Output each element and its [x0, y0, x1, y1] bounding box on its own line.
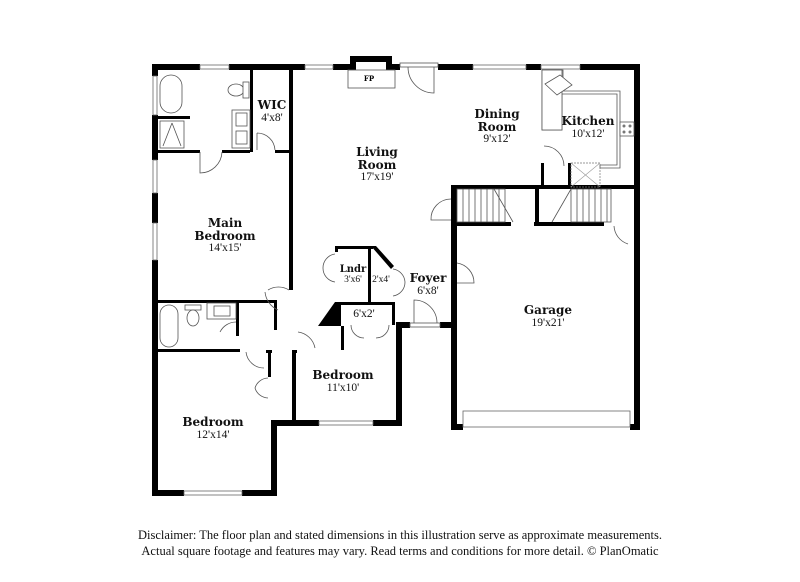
room-dimensions: 2'x4'	[372, 275, 390, 285]
room-name: Bedroom	[182, 415, 244, 429]
room-dimensions: 6'x2'	[353, 308, 375, 320]
room-name-line1: Living	[356, 145, 398, 159]
room-label-laundry: Lndr 3'x6'	[339, 264, 367, 285]
room-dimensions: 12'x14'	[196, 428, 230, 441]
stairs	[456, 188, 612, 223]
kitchen-fixtures	[541, 69, 635, 188]
doors	[199, 62, 629, 399]
room-label-living-room: Living Room 17'x19'	[356, 146, 398, 183]
room-name-line2: Room	[477, 119, 517, 134]
room-name: Lndr	[339, 264, 367, 275]
room-label-closet-6x2: 6'x2'	[353, 308, 374, 320]
room-dimensions: 3'x6'	[344, 274, 362, 285]
room-name-line2: Room	[357, 157, 397, 172]
room-dimensions: 19'x21'	[531, 316, 565, 329]
room-label-kitchen: Kitchen 10'x12'	[562, 115, 615, 140]
interior-walls	[152, 70, 634, 426]
room-name: Bedroom	[312, 368, 374, 382]
room-dimensions: 10'x12'	[571, 127, 605, 140]
room-label-closet-2x4: 2'x4'	[372, 275, 390, 286]
disclaimer: Disclaimer: The floor plan and stated di…	[0, 527, 800, 559]
disclaimer-line-2: Actual square footage and features may v…	[141, 544, 659, 558]
room-label-main-bedroom: Main Bedroom 14'x15'	[194, 217, 255, 254]
fireplace-label: FP	[363, 74, 375, 83]
room-dimensions: 6'x8'	[417, 284, 439, 297]
bath-fixtures	[159, 74, 251, 348]
exterior-walls	[152, 56, 640, 496]
room-label-foyer: Foyer 6'x8'	[410, 272, 447, 297]
room-name-line1: Main	[207, 216, 243, 230]
room-dimensions: 14'x15'	[208, 242, 242, 255]
room-name: Garage	[523, 303, 573, 317]
windows	[152, 64, 631, 496]
room-name: Foyer	[409, 271, 447, 285]
room-label-bedroom-3: Bedroom 12'x14'	[182, 416, 243, 441]
room-label-garage: Garage 19'x21'	[524, 304, 572, 329]
room-label-dining-room: Dining Room 9'x12'	[474, 108, 519, 145]
fireplace	[347, 69, 396, 89]
room-dimensions: 11'x10'	[326, 381, 360, 394]
room-dimensions: 9'x12'	[483, 133, 511, 146]
room-dimensions: 17'x19'	[360, 171, 394, 184]
room-label-wic: WIC 4'x8'	[258, 99, 287, 124]
room-label-bedroom-2: Bedroom 11'x10'	[312, 369, 373, 394]
disclaimer-line-1: Disclaimer: The floor plan and stated di…	[138, 528, 662, 542]
room-name-line2: Bedroom	[194, 228, 256, 243]
room-name: WIC	[257, 98, 287, 112]
room-name-line1: Dining	[474, 107, 520, 121]
room-dimensions: 4'x8'	[261, 111, 283, 124]
room-name: Kitchen	[561, 114, 615, 128]
